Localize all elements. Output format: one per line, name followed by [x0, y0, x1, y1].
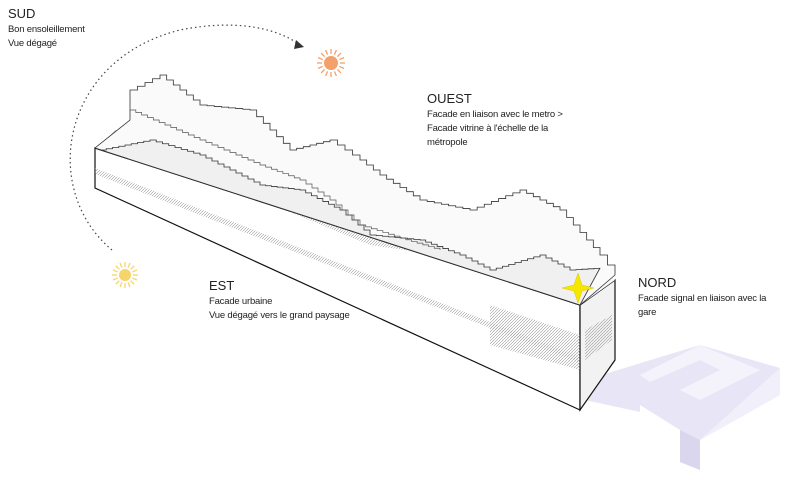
- label-ouest: OUEST Facade en liaison avec le metro > …: [427, 91, 563, 150]
- label-nord-line: Facade signal en liaison avec la: [638, 293, 767, 304]
- station-annex-building: [585, 345, 780, 470]
- label-nord: NORD Facade signal en liaison avec la ga…: [638, 275, 766, 320]
- label-est-title: EST: [209, 278, 235, 293]
- label-est-line: Facade urbaine: [209, 296, 273, 307]
- label-sud-line: Bon ensoleillement: [8, 24, 85, 35]
- label-nord-title: NORD: [638, 275, 677, 290]
- label-est-line: Vue dégagé vers le grand paysage: [209, 310, 350, 321]
- sun-orange-icon: [317, 49, 345, 77]
- label-ouest-line: Facade en liaison avec le metro >: [427, 109, 563, 120]
- label-sud: SUD Bon ensoleillement Vue dégagé: [8, 6, 85, 51]
- sun-path-arc: [69, 24, 301, 251]
- label-nord-line: gare: [638, 307, 657, 318]
- label-ouest-line: métropole: [427, 137, 468, 148]
- star-icon: [561, 272, 595, 304]
- label-est: EST Facade urbaine Vue dégagé vers le gr…: [209, 278, 350, 323]
- label-sud-title: SUD: [8, 6, 36, 21]
- main-building-block: [94, 74, 616, 412]
- label-ouest-title: OUEST: [427, 91, 472, 106]
- label-sud-line: Vue dégagé: [8, 38, 57, 49]
- label-ouest-line: Facade vitrine à l'échelle de la: [427, 123, 549, 134]
- sun-yellow-icon: [112, 262, 138, 288]
- sun-path-arrow-icon: [294, 40, 304, 49]
